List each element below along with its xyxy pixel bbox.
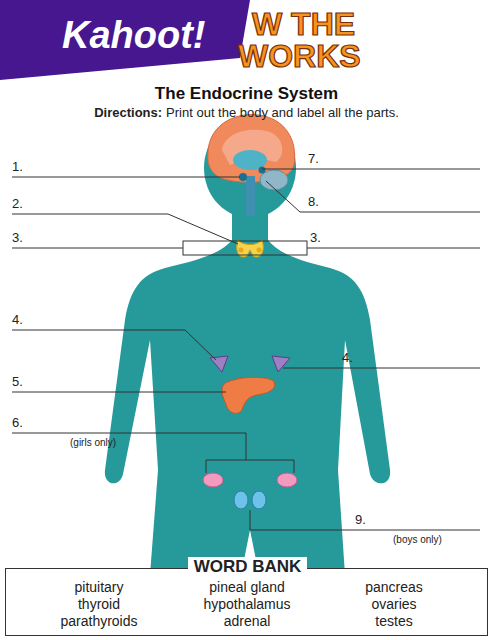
note: (boys only) (393, 534, 442, 546)
testis (252, 491, 266, 509)
word-bank-box: WORD BANKpituitarythyroidparathyroidspin… (5, 568, 488, 636)
callout-number: 6. (12, 416, 23, 431)
parathyroid (257, 248, 262, 253)
thyroid (237, 240, 264, 257)
callout-number: 8. (308, 195, 319, 210)
callout-number: 3. (310, 231, 321, 246)
banner-text: WORKS (238, 38, 361, 75)
logo-banner (0, 0, 250, 80)
leader-lines (12, 169, 480, 530)
word-bank-term: pineal gland (209, 579, 285, 595)
parathyroid (239, 248, 244, 253)
callout-number: 4. (342, 351, 353, 366)
bracket-box (183, 241, 307, 255)
callout-number: 9. (355, 513, 366, 528)
body-silhouette (105, 240, 390, 575)
note: (girls only) (70, 437, 116, 449)
ovary (203, 473, 223, 487)
word-bank-term: ovaries (371, 596, 416, 612)
brain-stem (246, 176, 255, 216)
directions-heading: Directions: (94, 106, 162, 121)
banner-text: W THE (252, 6, 355, 43)
cerebellum (260, 170, 288, 190)
directions-text: Print out the body and label all the par… (166, 106, 399, 121)
callout-number: 7. (308, 152, 319, 167)
title: The Endocrine System (155, 84, 338, 104)
word-bank-term: testes (375, 613, 412, 629)
testis (234, 491, 248, 509)
callout-number: 1. (12, 160, 23, 175)
word-bank-term: parathyroids (60, 613, 137, 629)
word-bank-term: adrenal (224, 613, 271, 629)
logo-text: Kahoot! (62, 14, 206, 58)
word-bank-term: thyroid (78, 596, 120, 612)
callout-number: 5. (12, 375, 23, 390)
pituitary-gland (239, 173, 247, 181)
callout-number: 2. (12, 197, 23, 212)
ovary (277, 473, 297, 487)
pineal-gland (259, 167, 266, 174)
word-bank-term: pancreas (365, 579, 423, 595)
word-bank-term: hypothalamus (203, 596, 290, 612)
callout-number: 3. (12, 231, 23, 246)
adrenal-gland (272, 356, 290, 372)
callout-number: 4. (12, 313, 23, 328)
word-bank-term: pituitary (74, 579, 123, 595)
word-bank-heading: WORD BANK (188, 557, 308, 577)
adrenal-gland (210, 356, 228, 372)
pancreas (222, 377, 275, 413)
